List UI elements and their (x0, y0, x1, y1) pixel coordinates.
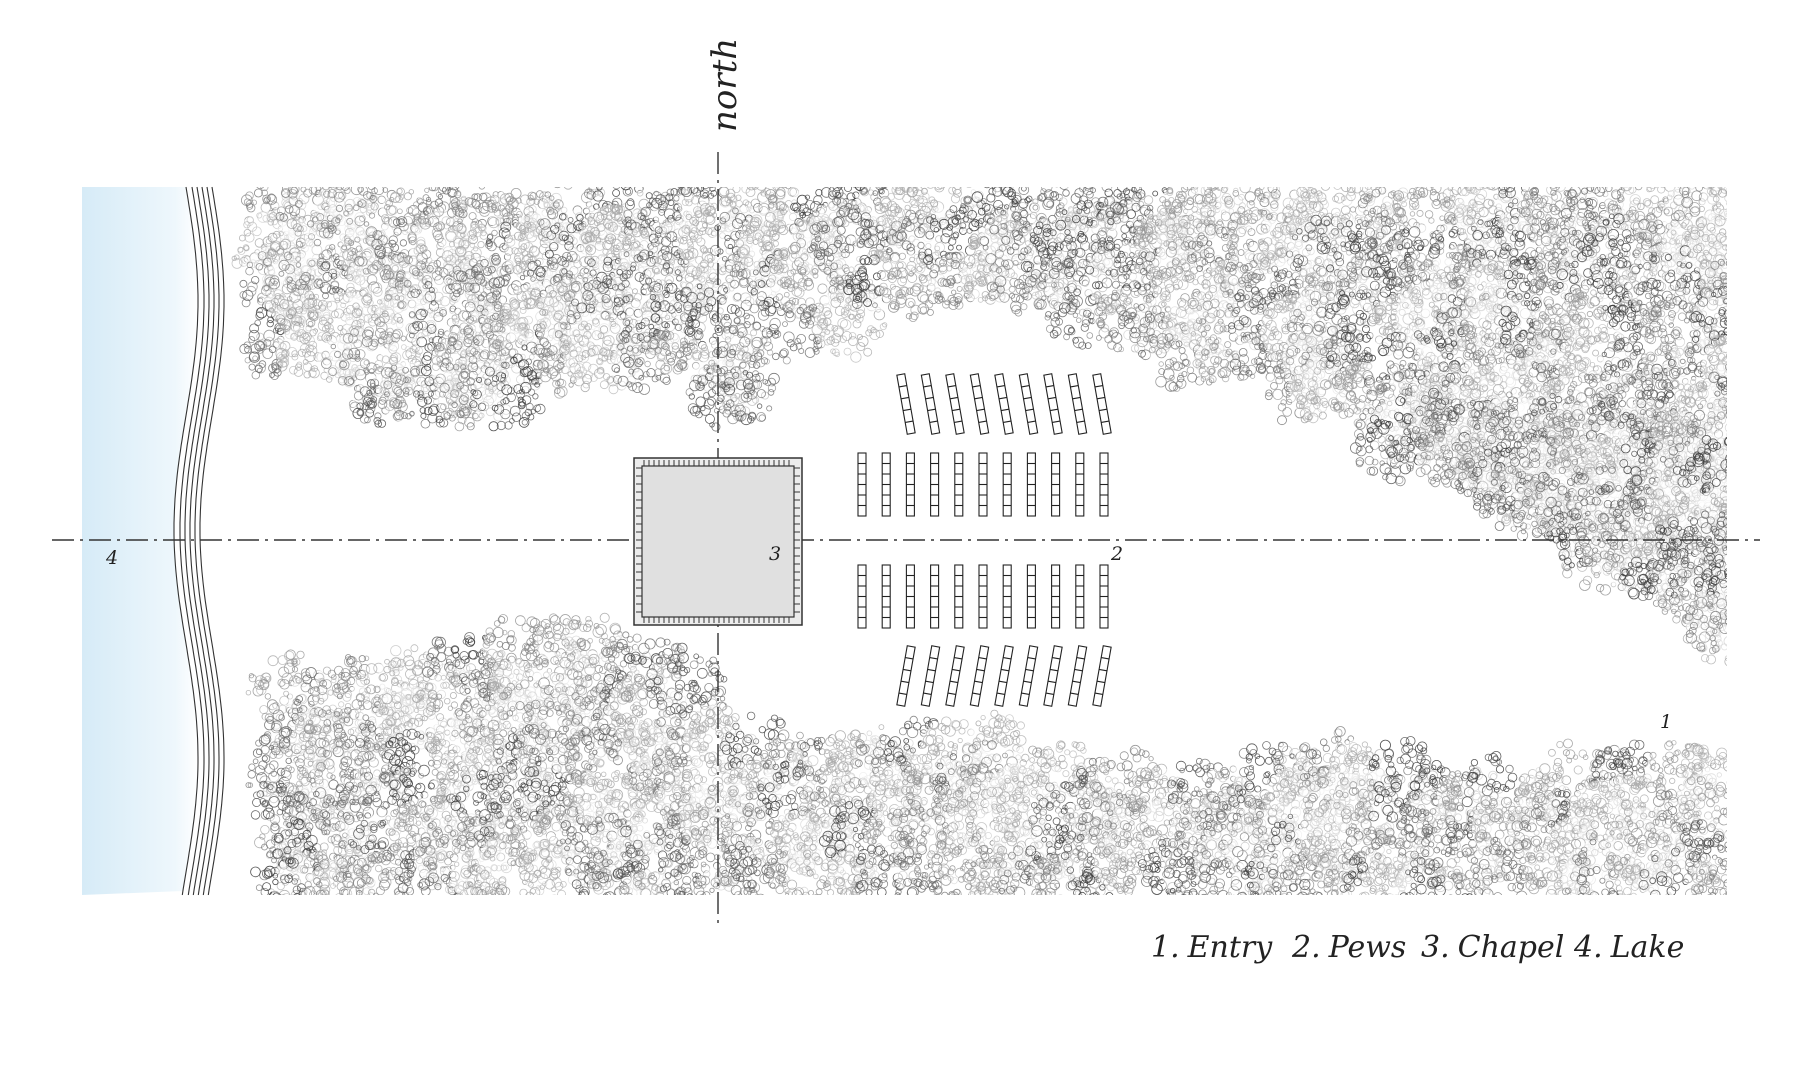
pew-bench (1027, 453, 1035, 516)
pew-bench (1027, 565, 1035, 628)
legend-label: Entry (1187, 930, 1274, 965)
pew-bench (1019, 374, 1037, 434)
pew-bench (1068, 646, 1086, 706)
pew-bench (1068, 374, 1086, 434)
pew-bench (1052, 453, 1060, 516)
pew-bench (931, 565, 939, 628)
legend-item-chapel: 3.Chapel (1421, 930, 1564, 965)
pew-bench (1003, 453, 1011, 516)
pew-bench (1076, 453, 1084, 516)
legend-item-lake: 4.Lake (1573, 930, 1684, 965)
pew-bench (995, 374, 1013, 434)
pew-bench (897, 374, 915, 434)
legend-number: 3. (1421, 930, 1450, 965)
chapel-inner-roof (642, 466, 794, 617)
marker-lake: 4 (105, 547, 118, 569)
pew-bench (1044, 374, 1062, 434)
pew-bench (1093, 374, 1111, 434)
marker-entry: 1 (1660, 711, 1672, 733)
pew-bench (921, 646, 939, 706)
pew-bench (955, 565, 963, 628)
legend-label: Chapel (1458, 930, 1565, 965)
legend-label: Pews (1328, 930, 1407, 965)
pew-bench (921, 374, 939, 434)
pew-bench (1100, 565, 1108, 628)
shoreline-contour (195, 187, 219, 895)
pew-bench (1093, 646, 1111, 706)
pew-bench (1052, 565, 1060, 628)
pew-bench (946, 646, 964, 706)
pew-bench (946, 374, 964, 434)
marker-pews: 2 (1110, 543, 1123, 565)
pew-bench (1003, 565, 1011, 628)
pew-bench (979, 453, 987, 516)
pew-bench (1044, 646, 1062, 706)
pew-bench (906, 453, 914, 516)
pew-bench (858, 453, 866, 516)
pew-bench (882, 565, 890, 628)
pew-bench (931, 453, 939, 516)
legend-label: Lake (1610, 930, 1685, 965)
pew-bench (906, 565, 914, 628)
pew-bench (858, 565, 866, 628)
legend-number: 2. (1291, 930, 1321, 965)
pew-bench (955, 453, 963, 516)
pew-bench (995, 646, 1013, 706)
pew-bench (1076, 565, 1084, 628)
chapel-roof-icon (634, 458, 802, 625)
pew-bench (970, 646, 988, 706)
pew-bench (897, 646, 915, 706)
north-label: north (705, 38, 745, 132)
pew-bench (1019, 646, 1037, 706)
pew-bench (970, 374, 988, 434)
pew-bench (1100, 453, 1108, 516)
legend-item-pews: 2.Pews (1291, 930, 1406, 965)
tree-canopy-icon (231, 159, 1780, 939)
pew-bench (882, 453, 890, 516)
legend-item-entry: 1.Entry (1151, 930, 1273, 965)
legend-number: 1. (1151, 930, 1180, 965)
marker-chapel: 3 (769, 543, 781, 565)
pew-bench (979, 565, 987, 628)
legend: 1.Entry 2.Pews 3.Chapel 4.Lake (1151, 930, 1684, 965)
legend-number: 4. (1573, 930, 1603, 965)
lake-area (82, 187, 224, 895)
